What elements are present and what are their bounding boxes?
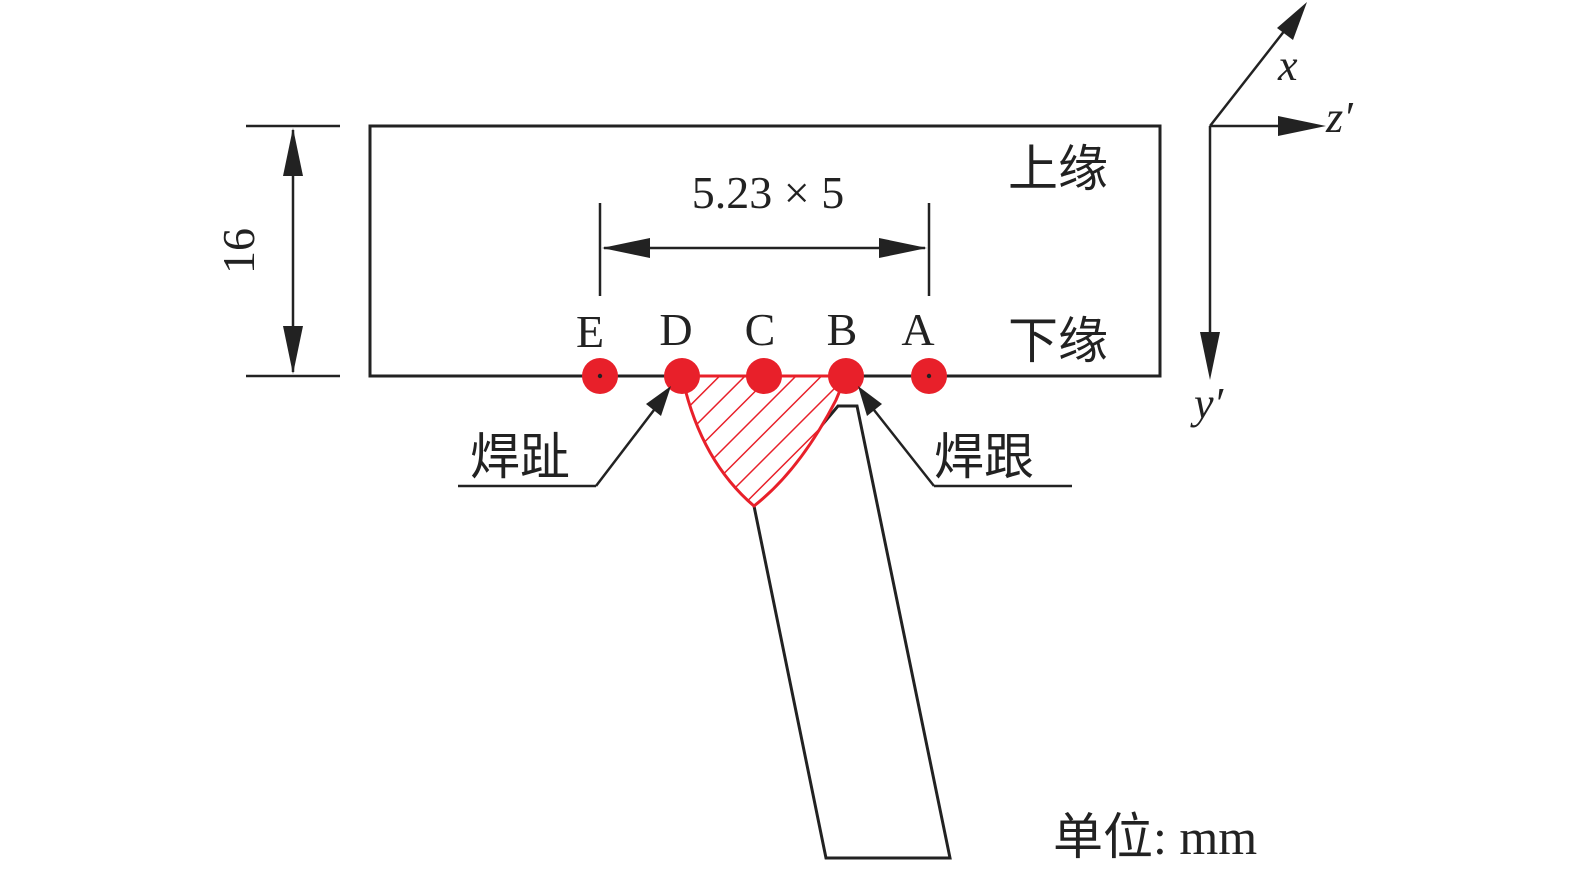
point-c-label: C (745, 304, 776, 355)
weld-root-leader (873, 409, 935, 487)
upper-edge-label: 上缘 (1008, 141, 1108, 197)
weld-toe-arrowhead (646, 386, 671, 416)
weld-toe-label: 焊趾 (470, 429, 570, 485)
weld-toe-leader (595, 409, 655, 487)
point-b-marker (828, 358, 864, 394)
point-e (582, 358, 618, 394)
unit-label: 单位: mm (1053, 809, 1257, 865)
x-axis-arrowhead (1277, 2, 1307, 40)
point-b (828, 358, 864, 394)
weld-root-arrowhead (858, 386, 882, 416)
coordinate-axes: x z′ y′ (1190, 2, 1354, 428)
point-d-marker (664, 358, 700, 394)
point-b-label: B (827, 304, 858, 355)
point-a-label: A (901, 304, 934, 355)
spacing-dimension: 5.23 × 5 (598, 167, 931, 296)
point-a (911, 358, 947, 394)
spacing-arrow-right (879, 238, 927, 258)
point-c (746, 358, 782, 394)
height-arrow-bottom (283, 326, 303, 374)
z-axis-arrowhead (1278, 116, 1326, 136)
weld-bead (680, 374, 849, 508)
z-axis-label: z′ (1325, 93, 1354, 142)
point-d-label: D (659, 304, 692, 355)
height-dimension: 16 (213, 124, 340, 378)
lower-edge-label: 下缘 (1008, 313, 1108, 369)
x-axis-label: x (1277, 41, 1298, 90)
spacing-label: 5.23 × 5 (692, 167, 844, 218)
point-d (664, 358, 700, 394)
point-c-marker (746, 358, 782, 394)
spacing-arrow-left (602, 238, 650, 258)
y-axis-label: y′ (1190, 379, 1225, 428)
height-arrow-top (283, 128, 303, 176)
point-e-label: E (576, 306, 604, 357)
x-axis-line (1209, 15, 1297, 127)
weld-root-label: 焊跟 (934, 429, 1034, 485)
weld-toe-callout: 焊趾 (458, 386, 671, 488)
y-axis-arrowhead (1200, 332, 1220, 380)
point-e-center (597, 373, 603, 379)
height-label: 16 (213, 228, 264, 274)
weld-root-callout: 焊跟 (858, 386, 1072, 488)
point-a-center (926, 373, 932, 379)
